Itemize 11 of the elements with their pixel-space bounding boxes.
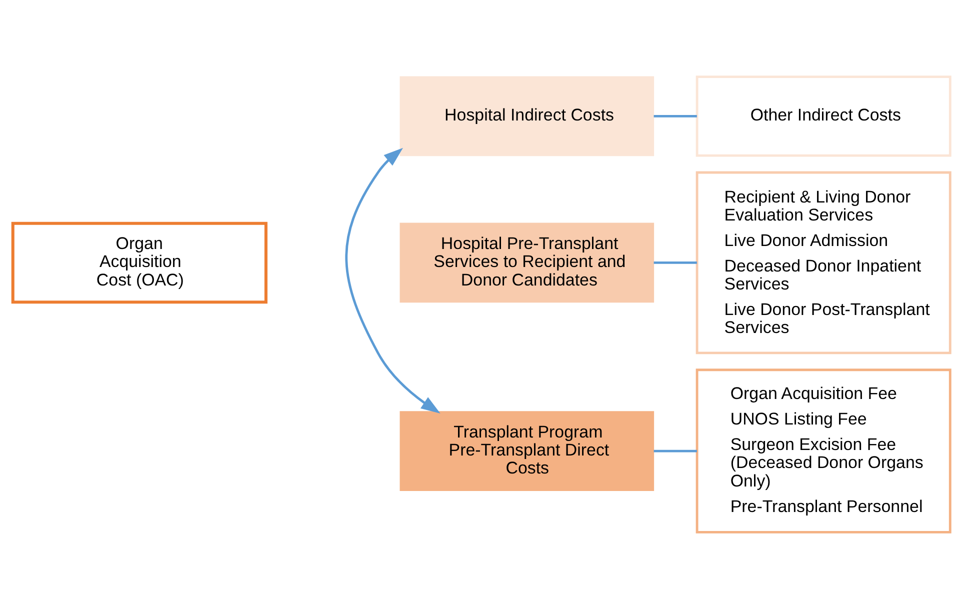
node-box: Hospital Indirect Costs: [400, 76, 654, 156]
connector: [654, 115, 697, 118]
connector: [654, 450, 697, 452]
node-box: Transplant Program Pre-Transplant Direct Costs: [400, 411, 654, 491]
arrow: [345, 148, 440, 414]
connector: [654, 262, 697, 264]
node-box: Organ Acquisition Fee UNOS Listing Fee Surgeon Excision Fee (Deceased Donor Organs Only) Pre-Transplant Personnel: [696, 368, 952, 534]
node-box: Organ Acquisition Cost (OAC): [11, 222, 268, 304]
node-box: Recipient & Living Donor Evaluation Services Live Donor Admission Deceased Donor Inpatient Services Live Donor Post-Transplant Services: [696, 171, 952, 354]
node-box: Other Indirect Costs: [696, 76, 952, 157]
node-box: Hospital Pre-Transplant Services to Recipient and Donor Candidates: [400, 222, 654, 303]
